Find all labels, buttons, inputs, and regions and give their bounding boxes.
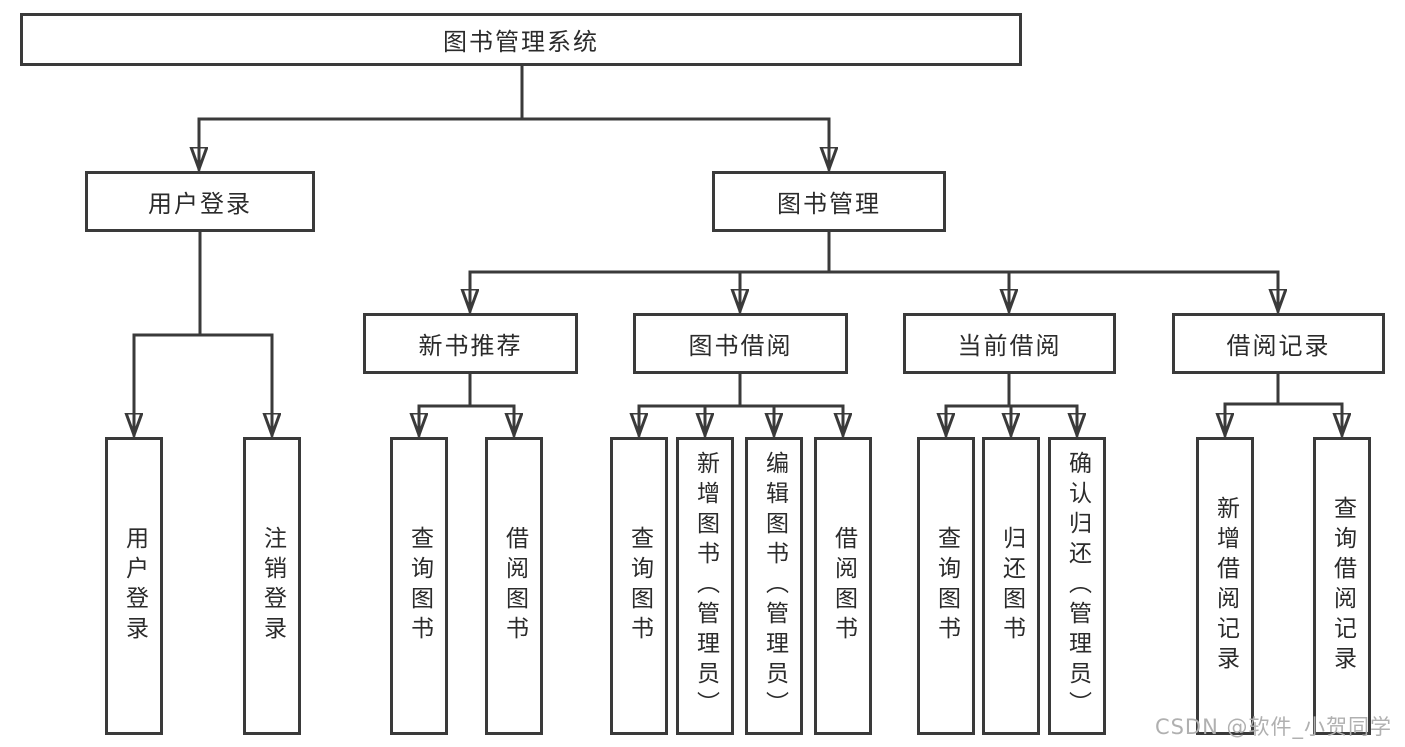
leaf-records-query-borrow-record: 查询借阅记录: [1313, 437, 1371, 735]
node-label: 借阅图书: [830, 526, 857, 646]
leaf-user-login: 用户登录: [105, 437, 163, 735]
node-label: 用户登录: [121, 526, 148, 646]
leaf-borrowing-edit-books-admin: 编辑图书（管理员）: [745, 437, 803, 735]
leaf-logout: 注销登录: [243, 437, 301, 735]
node-book-management: 图书管理: [712, 171, 946, 232]
leaf-newbooks-borrow-books: 借阅图书: [485, 437, 543, 735]
leaf-current-query-books: 查询图书: [917, 437, 975, 735]
node-label: 借阅记录: [1226, 332, 1331, 360]
leaf-borrowing-add-books-admin: 新增图书（管理员）: [676, 437, 734, 735]
connector-trunks: [132, 63, 1344, 408]
node-label: 归还图书: [998, 526, 1025, 646]
node-current-borrowing: 当前借阅: [903, 313, 1116, 374]
node-user-login: 用户登录: [85, 171, 315, 232]
node-library-system: 图书管理系统: [20, 13, 1022, 66]
node-label: 查询图书: [933, 526, 960, 646]
node-label: 用户登录: [148, 190, 252, 218]
leaf-current-return-books: 归还图书: [982, 437, 1040, 735]
leaf-newbooks-query-books: 查询图书: [390, 437, 448, 735]
node-label: 新增借阅记录: [1212, 496, 1239, 676]
node-label: 借阅图书: [501, 526, 528, 646]
node-label: 查询借阅记录: [1329, 496, 1356, 676]
leaf-borrowing-borrow-books: 借阅图书: [814, 437, 872, 735]
node-label: 图书管理系统: [443, 28, 599, 56]
csdn-watermark: CSDN @软件_小贺同学: [1154, 715, 1392, 739]
node-label: 当前借阅: [957, 332, 1062, 360]
node-label: 图书借阅: [688, 332, 793, 360]
node-borrow-records: 借阅记录: [1172, 313, 1385, 374]
node-label: 确认归还（管理员）: [1064, 451, 1091, 721]
node-label: 编辑图书（管理员）: [761, 451, 788, 721]
node-label: 新书推荐: [418, 332, 523, 360]
leaf-current-confirm-return-admin: 确认归还（管理员）: [1048, 437, 1106, 735]
node-label: 注销登录: [259, 526, 286, 646]
node-new-book-recommend: 新书推荐: [363, 313, 578, 374]
leaf-borrowing-query-books: 查询图书: [610, 437, 668, 735]
node-label: 查询图书: [406, 526, 433, 646]
node-label: 图书管理: [777, 190, 881, 218]
leaf-records-add-borrow-record: 新增借阅记录: [1196, 437, 1254, 735]
node-label: 新增图书（管理员）: [692, 451, 719, 721]
node-label: 查询图书: [626, 526, 653, 646]
node-book-borrowing: 图书借阅: [633, 313, 848, 374]
